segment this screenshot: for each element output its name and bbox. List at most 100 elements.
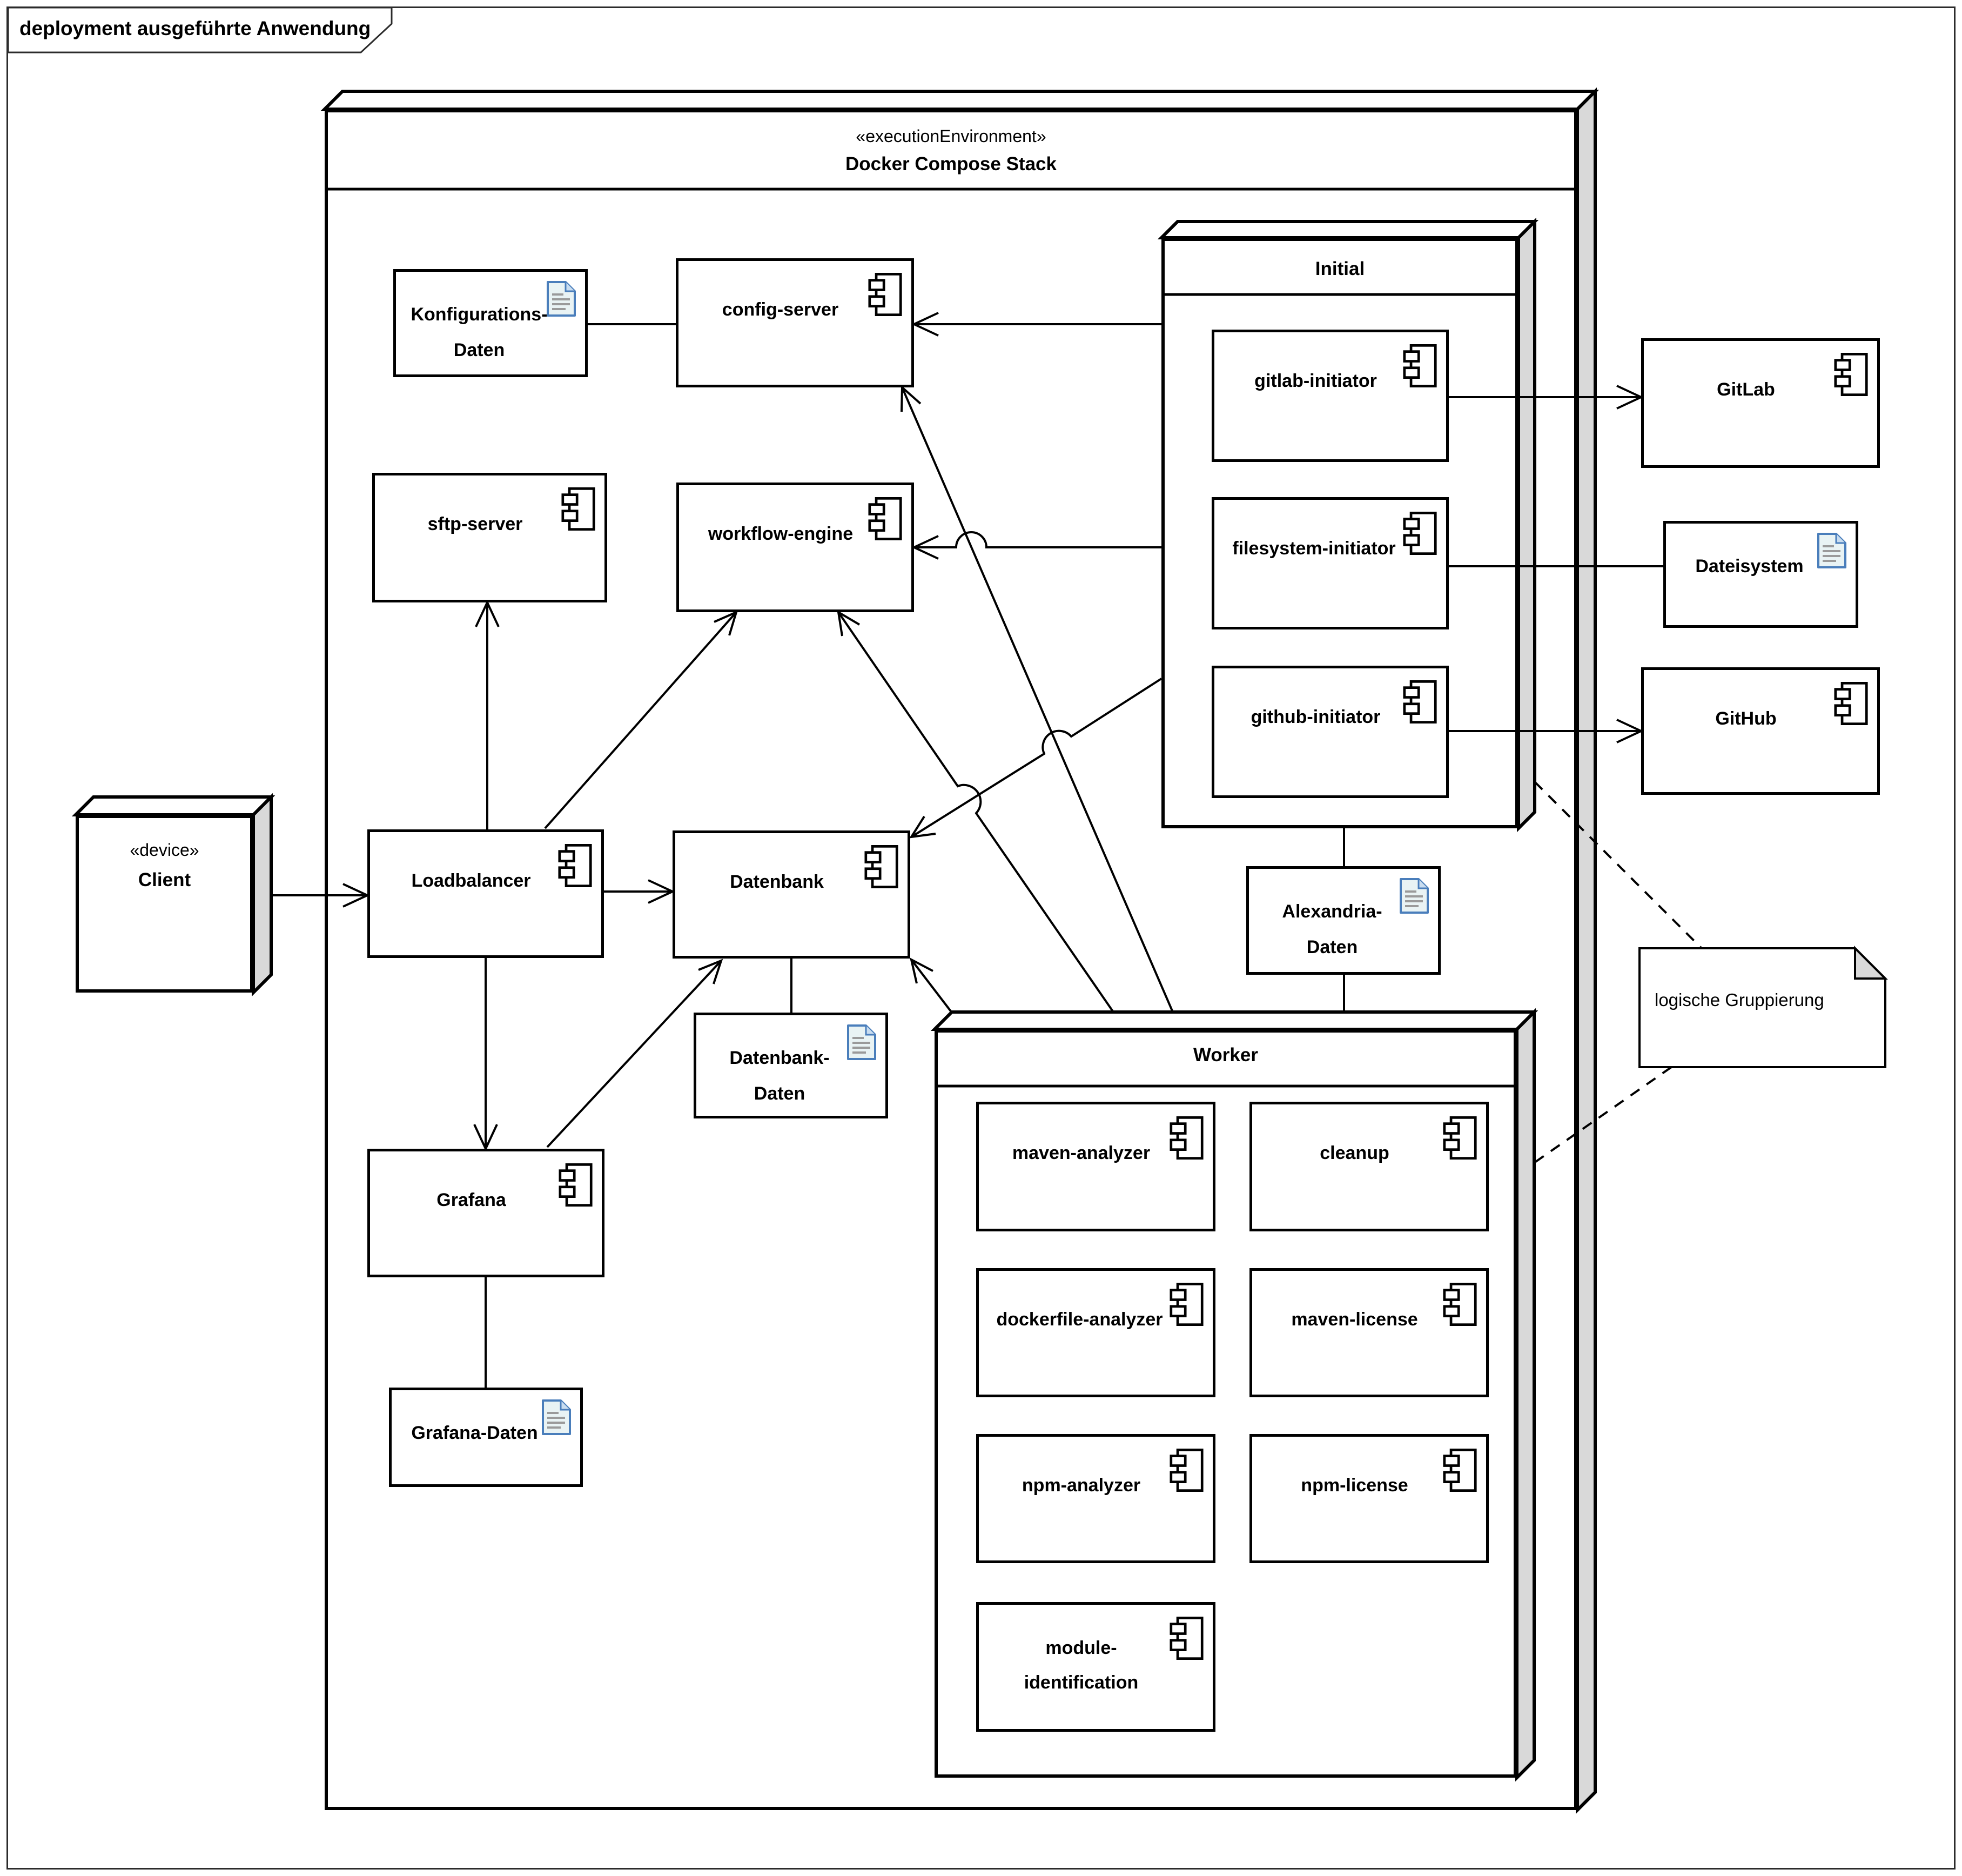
component-label: github-initiator	[1251, 707, 1381, 727]
edge-worker-configserver	[901, 387, 1174, 1013]
component-label: Grafana	[436, 1190, 506, 1210]
component-label: GitHub	[1715, 708, 1777, 729]
component-icon	[868, 272, 903, 317]
note-text: logische Gruppierung	[1655, 990, 1824, 1010]
component-icon	[1443, 1448, 1477, 1493]
artifact-icon	[546, 280, 576, 317]
arrowhead-configserver-side	[911, 312, 939, 337]
worker-node-right-band	[1515, 1008, 1536, 1782]
artifact-grafana-daten: Grafana-Daten	[389, 1388, 583, 1487]
component-maven-license: maven-license	[1249, 1268, 1489, 1397]
arrowhead-datenbank-bottom	[698, 959, 723, 984]
component-dockerfile-analyzer: dockerfile-analyzer	[976, 1268, 1215, 1397]
artifact-label: Dateisystem	[1695, 556, 1804, 577]
client-node-top-band	[71, 795, 276, 816]
arrowhead-workflow-left	[714, 610, 738, 636]
component-icon	[1170, 1448, 1204, 1493]
component-icon	[1170, 1282, 1204, 1327]
component-label: maven-analyzer	[1012, 1143, 1151, 1163]
component-icon	[1443, 1282, 1477, 1327]
initial-title: Initial	[1315, 258, 1365, 279]
component-loadbalancer: Loadbalancer	[367, 829, 604, 958]
component-filesystem-initiator: filesystem-initiator	[1212, 497, 1449, 629]
component-icon	[1170, 1616, 1204, 1661]
component-label: gitlab-initiator	[1254, 371, 1377, 391]
arrowhead-sftp	[475, 600, 500, 627]
initial-node-right-band	[1517, 217, 1536, 833]
artifact-konfigurations-daten: Konfigurations-Daten	[393, 269, 588, 377]
component-label: npm-license	[1301, 1475, 1408, 1496]
edge-loadbalancer-workflow	[544, 611, 737, 829]
client-node-right-band	[252, 793, 273, 997]
component-grafana: Grafana	[367, 1149, 604, 1277]
component-label: GitLab	[1717, 379, 1775, 400]
component-npm-analyzer: npm-analyzer	[976, 1434, 1215, 1563]
artifact-alexandria-daten: Alexandria-Daten	[1246, 866, 1441, 975]
artifact-icon	[846, 1024, 877, 1061]
arrowhead-workflow-side	[911, 535, 939, 560]
component-icon	[1403, 343, 1437, 388]
client-name: Client	[138, 869, 191, 890]
client-stereotype: «device»	[130, 840, 199, 860]
note-shape	[1638, 947, 1886, 1068]
component-config-server: config-server	[676, 258, 914, 387]
component-label: dockerfile-analyzer	[996, 1309, 1163, 1330]
arrowhead-datenbank-topright	[909, 815, 936, 839]
component-icon	[1834, 352, 1869, 397]
note-fold-icon	[1854, 946, 1888, 980]
component-module-identification: module-identification	[976, 1602, 1215, 1732]
note-link-initial	[1534, 781, 1703, 949]
arrowhead-workflow-right	[837, 610, 861, 636]
component-workflow-engine: workflow-engine	[676, 483, 914, 612]
docker-stereotype: «executionEnvironment»	[856, 126, 1046, 146]
component-npm-license: npm-license	[1249, 1434, 1489, 1563]
arrowhead-datenbank-corner	[910, 957, 933, 984]
artifact-datenbank-daten: Datenbank-Daten	[694, 1013, 888, 1118]
component-icon	[864, 844, 899, 889]
artifact-dateisystem: Dateisystem	[1663, 521, 1858, 628]
component-cleanup: cleanup	[1249, 1102, 1489, 1231]
component-label: npm-analyzer	[1022, 1475, 1141, 1496]
component-gitlab: GitLab	[1641, 338, 1880, 468]
worker-node-top-band	[930, 1010, 1538, 1031]
component-icon	[559, 1162, 593, 1208]
component-label: Datenbank	[730, 872, 824, 892]
client-label-group: «device» Client	[76, 835, 253, 895]
artifact-label: Konfigurations-Daten	[411, 304, 548, 360]
edge-initial-datenbank	[910, 678, 1163, 838]
component-datenbank: Datenbank	[673, 830, 910, 959]
initial-node-top-band	[1157, 220, 1539, 239]
component-icon	[561, 486, 596, 532]
artifact-icon	[1399, 877, 1429, 914]
diagram-frame-border	[6, 6, 1956, 1870]
component-icon	[1443, 1115, 1477, 1161]
frame-title-tab	[7, 6, 393, 53]
component-maven-analyzer: maven-analyzer	[976, 1102, 1215, 1231]
component-label: maven-license	[1291, 1309, 1418, 1330]
artifact-label: Alexandria-Daten	[1282, 901, 1382, 957]
component-icon	[1403, 679, 1437, 725]
diagram-title: deployment ausgeführte Anwendung	[19, 17, 371, 39]
docker-node-top-band	[320, 90, 1600, 111]
component-label: cleanup	[1320, 1143, 1389, 1163]
artifact-icon	[541, 1399, 572, 1436]
component-icon	[1403, 511, 1437, 556]
edge-grafana-datenbank	[546, 960, 722, 1148]
component-label: config-server	[722, 299, 839, 320]
edge-worker-datenbank	[910, 959, 953, 1014]
component-sftp-server: sftp-server	[372, 473, 607, 602]
component-gitlab-initiator: gitlab-initiator	[1212, 330, 1449, 462]
component-label: sftp-server	[427, 514, 523, 534]
component-label: Loadbalancer	[411, 870, 531, 891]
arrowhead-configserver-bottom	[901, 385, 922, 412]
artifact-label: Grafana-Daten	[411, 1423, 538, 1443]
component-icon	[558, 843, 593, 888]
edge-worker-workflow	[837, 611, 1114, 1013]
component-icon	[1834, 681, 1869, 726]
docker-node-right-band	[1576, 87, 1597, 1814]
component-github-initiator: github-initiator	[1212, 666, 1449, 798]
component-label: filesystem-initiator	[1232, 538, 1396, 559]
component-icon	[1170, 1115, 1204, 1161]
component-label: workflow-engine	[708, 524, 854, 544]
